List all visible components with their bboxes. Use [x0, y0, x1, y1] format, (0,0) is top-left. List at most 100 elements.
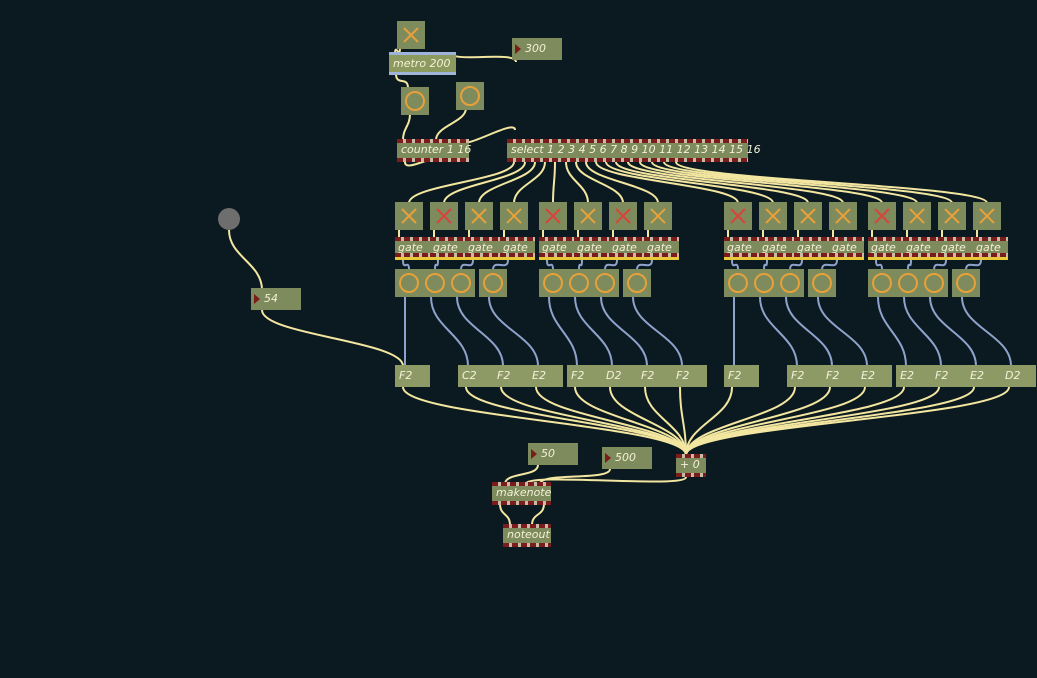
counter-object[interactable]: counter 1 16: [397, 139, 471, 162]
gate-object-13[interactable]: gate: [868, 237, 903, 260]
note-message-9[interactable]: F2: [724, 365, 759, 387]
step-toggle-12[interactable]: [829, 202, 857, 230]
patchcord[interactable]: [565, 161, 589, 204]
note-message-13[interactable]: E2: [896, 365, 931, 387]
step-toggle-14[interactable]: [903, 202, 931, 230]
patchcord[interactable]: [478, 161, 536, 204]
step-bang-4[interactable]: [479, 269, 507, 297]
step-bang-11[interactable]: [776, 269, 804, 297]
step-toggle-2[interactable]: [430, 202, 458, 230]
step-toggle-4[interactable]: [500, 202, 528, 230]
patchcord[interactable]: [685, 386, 866, 456]
gate-object-6[interactable]: gate: [574, 237, 609, 260]
patchcord[interactable]: [639, 161, 883, 204]
note-message-1[interactable]: F2: [395, 365, 430, 387]
step-bang-8[interactable]: [623, 269, 651, 297]
step-bang-1[interactable]: [395, 269, 423, 297]
patchcord[interactable]: [651, 161, 918, 204]
patchcord-signal[interactable]: [548, 296, 578, 367]
metro-object[interactable]: metro 200: [389, 52, 456, 75]
patchcord[interactable]: [627, 161, 844, 204]
step-toggle-1[interactable]: [395, 202, 423, 230]
duration-number[interactable]: 500: [602, 447, 652, 469]
patchcord-signal[interactable]: [456, 296, 504, 367]
note-message-12[interactable]: E2: [857, 365, 892, 387]
gate-object-4[interactable]: gate: [500, 237, 535, 260]
gate-object-10[interactable]: gate: [759, 237, 794, 260]
step-bang-9[interactable]: [724, 269, 752, 297]
step-toggle-13[interactable]: [868, 202, 896, 230]
patchcord[interactable]: [679, 386, 687, 456]
gate-object-15[interactable]: gate: [938, 237, 973, 260]
noteout-object[interactable]: noteout: [503, 524, 551, 547]
step-toggle-5[interactable]: [539, 202, 567, 230]
bang-reset-right[interactable]: [456, 82, 484, 110]
patchcord-signal[interactable]: [877, 296, 907, 367]
gate-object-12[interactable]: gate: [829, 237, 864, 260]
step-bang-14[interactable]: [894, 269, 922, 297]
step-bang-2[interactable]: [421, 269, 449, 297]
patchcord[interactable]: [595, 161, 739, 204]
patchcord-signal[interactable]: [574, 296, 613, 367]
patchcord[interactable]: [552, 161, 556, 204]
patchcord[interactable]: [605, 161, 774, 204]
gate-object-11[interactable]: gate: [794, 237, 829, 260]
patchcord-signal[interactable]: [632, 296, 683, 367]
step-bang-6[interactable]: [565, 269, 593, 297]
note-message-5[interactable]: F2: [567, 365, 602, 387]
patchcord[interactable]: [644, 386, 687, 456]
patchcord[interactable]: [574, 386, 687, 456]
patchcord-signal[interactable]: [600, 296, 648, 367]
gate-object-5[interactable]: gate: [539, 237, 574, 260]
patchcord[interactable]: [531, 503, 545, 526]
add-object[interactable]: + 0: [676, 454, 706, 477]
patchcord-signal[interactable]: [929, 296, 977, 367]
patchcord[interactable]: [609, 386, 687, 456]
step-bang-12[interactable]: [808, 269, 836, 297]
patchcord[interactable]: [443, 161, 526, 204]
note-message-2[interactable]: C2: [458, 365, 493, 387]
gate-object-7[interactable]: gate: [609, 237, 644, 260]
gate-object-1[interactable]: gate: [395, 237, 430, 260]
note-message-4[interactable]: E2: [528, 365, 563, 387]
metro-time-number[interactable]: 300: [512, 38, 562, 60]
patchcord[interactable]: [685, 386, 796, 456]
velocity-number[interactable]: 50: [528, 443, 578, 465]
step-toggle-6[interactable]: [574, 202, 602, 230]
note-message-7[interactable]: F2: [637, 365, 672, 387]
patchcord[interactable]: [575, 161, 624, 204]
step-bang-10[interactable]: [750, 269, 778, 297]
patchcord[interactable]: [615, 161, 809, 204]
step-toggle-7[interactable]: [609, 202, 637, 230]
makenote-object[interactable]: makenote: [492, 482, 551, 505]
patchcord[interactable]: [685, 386, 940, 456]
patchcord[interactable]: [663, 161, 953, 204]
patchcord[interactable]: [685, 386, 733, 456]
note-message-8[interactable]: F2: [672, 365, 707, 387]
step-toggle-3[interactable]: [465, 202, 493, 230]
patchcord-signal[interactable]: [785, 296, 833, 367]
step-bang-16[interactable]: [952, 269, 980, 297]
bang-reset-left[interactable]: [401, 87, 429, 115]
step-toggle-8[interactable]: [644, 202, 672, 230]
note-message-15[interactable]: E2: [966, 365, 1001, 387]
gate-object-14[interactable]: gate: [903, 237, 938, 260]
start-toggle[interactable]: [397, 21, 425, 49]
note-message-10[interactable]: F2: [787, 365, 822, 387]
patchcord[interactable]: [675, 161, 988, 204]
gate-object-2[interactable]: gate: [430, 237, 465, 260]
patchcord[interactable]: [435, 107, 467, 141]
patchcord[interactable]: [261, 309, 404, 367]
step-bang-3[interactable]: [447, 269, 475, 297]
patchcord[interactable]: [449, 51, 517, 63]
patchcord-signal[interactable]: [759, 296, 798, 367]
select-object[interactable]: select 1 2 3 4 5 6 7 8 9 10 11 12 13 14 …: [507, 139, 761, 162]
patchcord[interactable]: [685, 386, 1010, 456]
step-toggle-16[interactable]: [973, 202, 1001, 230]
step-bang-13[interactable]: [868, 269, 896, 297]
patchcord[interactable]: [685, 386, 975, 456]
step-toggle-10[interactable]: [759, 202, 787, 230]
patchcord[interactable]: [402, 113, 411, 141]
patchcord[interactable]: [685, 386, 905, 456]
note-message-11[interactable]: F2: [822, 365, 857, 387]
